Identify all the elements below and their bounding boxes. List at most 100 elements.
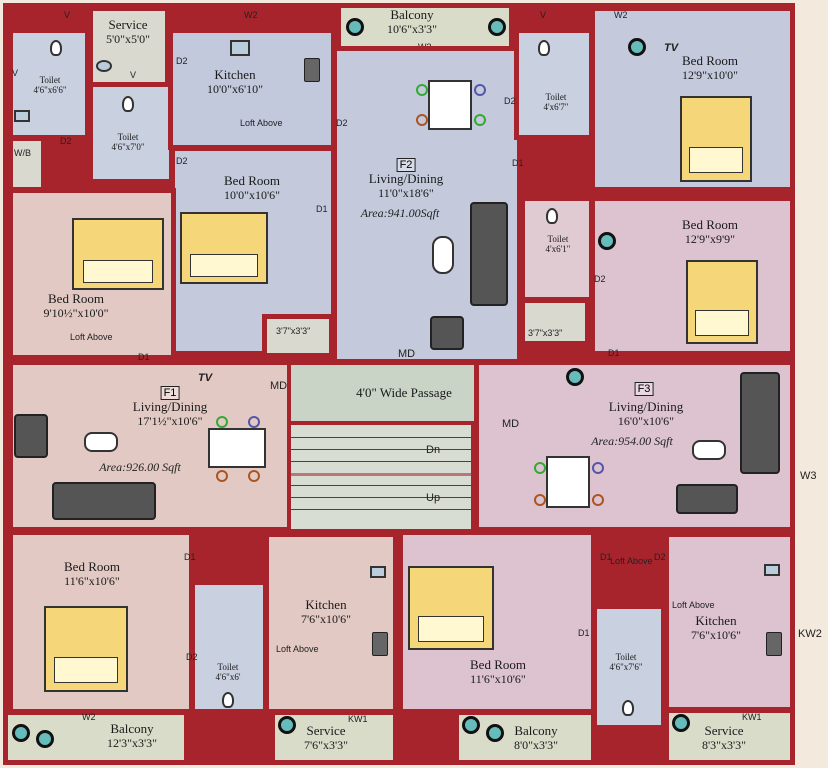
label-wash-nw: W/B: [14, 148, 31, 158]
label-md-f3: MD: [502, 418, 520, 430]
chair-icon: [216, 416, 228, 428]
stair-block: [288, 422, 474, 532]
label-d2-ne2: D2: [594, 274, 606, 284]
dining-table-icon: [208, 428, 266, 468]
stove-icon: [372, 632, 388, 656]
plant-icon: [486, 724, 504, 742]
label-d2-1: D2: [176, 56, 188, 66]
kitchen-sink-icon: [230, 40, 250, 56]
armchair-icon: [430, 316, 464, 350]
plant-icon: [488, 18, 506, 36]
label-w2-n: W2: [244, 10, 258, 20]
label-d2-kitchen-s2: D2: [654, 552, 666, 562]
room-wash-nw: [8, 136, 46, 192]
plant-icon: [672, 714, 690, 732]
bed-icon: [44, 606, 128, 692]
sofa-icon: [470, 202, 508, 306]
label-loft-toilet-se: Loft Above: [610, 556, 653, 566]
chair-icon: [534, 494, 546, 506]
chair-icon: [216, 470, 228, 482]
kitchen-sink-icon: [370, 566, 386, 578]
room-toilet-ne1: [514, 28, 594, 140]
label-v-1: V: [64, 10, 71, 20]
toilet-icon: [222, 692, 234, 708]
label-v-3: V: [540, 10, 547, 20]
room-ots-n: [262, 314, 334, 358]
sink-icon: [14, 110, 30, 122]
dining-table-icon: [546, 456, 590, 508]
label-d1-bedroom-n: D1: [316, 204, 328, 214]
room-toilet-sw: [190, 580, 268, 714]
stove-icon: [304, 58, 320, 82]
label-d1-f2: D1: [512, 158, 524, 168]
bed-icon: [72, 218, 164, 290]
label-stair-up: Up: [426, 492, 441, 504]
label-d2-5: D2: [504, 96, 516, 106]
bed-icon: [180, 212, 268, 284]
label-d2-4: D2: [336, 118, 348, 128]
room-ots-ne: [520, 298, 590, 346]
sofa-icon: [52, 482, 156, 520]
label-w2-sw: W2: [82, 712, 96, 722]
label-w2-ne1: W2: [614, 10, 628, 20]
label-ots-n: 3'7"x3'3": [276, 326, 311, 336]
chair-icon: [474, 114, 486, 126]
chair-icon: [416, 114, 428, 126]
dining-table-icon: [428, 80, 472, 130]
label-kw1-s2: KW1: [742, 712, 762, 722]
label-md-f1: MD: [270, 380, 288, 392]
toilet-icon: [546, 208, 558, 224]
label-w3-f3: W3: [800, 470, 817, 482]
chair-icon: [592, 494, 604, 506]
chair-icon: [248, 470, 260, 482]
kitchen-sink-icon: [764, 564, 780, 576]
washbasin-icon: [96, 60, 112, 72]
stove-icon: [766, 632, 782, 656]
coffee-table-icon: [84, 432, 118, 452]
label-kw1-s1: KW1: [348, 714, 368, 724]
label-d2-3: D2: [176, 156, 188, 166]
label-v-4: V: [12, 68, 19, 78]
bed-icon: [680, 96, 752, 182]
toilet-icon: [622, 700, 634, 716]
bed-icon: [408, 566, 494, 650]
label-d1-s2: D1: [600, 552, 612, 562]
armchair-icon: [676, 484, 738, 514]
label-v-2: V: [130, 70, 137, 80]
area-f1: Area:926.00 Sqft: [99, 460, 181, 474]
plant-icon: [462, 716, 480, 734]
coffee-table-icon: [432, 236, 454, 274]
label-d1-ne2: D1: [608, 348, 620, 358]
label-stair-down: Dn: [426, 444, 441, 456]
plant-icon: [12, 724, 30, 742]
label-loft-bedroom-w: Loft Above: [70, 332, 113, 342]
plant-icon: [346, 18, 364, 36]
plant-icon: [598, 232, 616, 250]
bed-icon: [686, 260, 758, 344]
chair-icon: [248, 416, 260, 428]
label-d1-bedroom-s: D1: [578, 628, 590, 638]
plant-icon: [278, 716, 296, 734]
room-kitchen-s2: [664, 532, 795, 712]
label-d1-bedroom-sw: D1: [184, 552, 196, 562]
armchair-icon: [14, 414, 48, 458]
flat-label-f2: F2: [396, 158, 416, 172]
room-balcony-sw: [3, 710, 189, 765]
area-f2: Area:941.00Sqft: [360, 206, 440, 220]
